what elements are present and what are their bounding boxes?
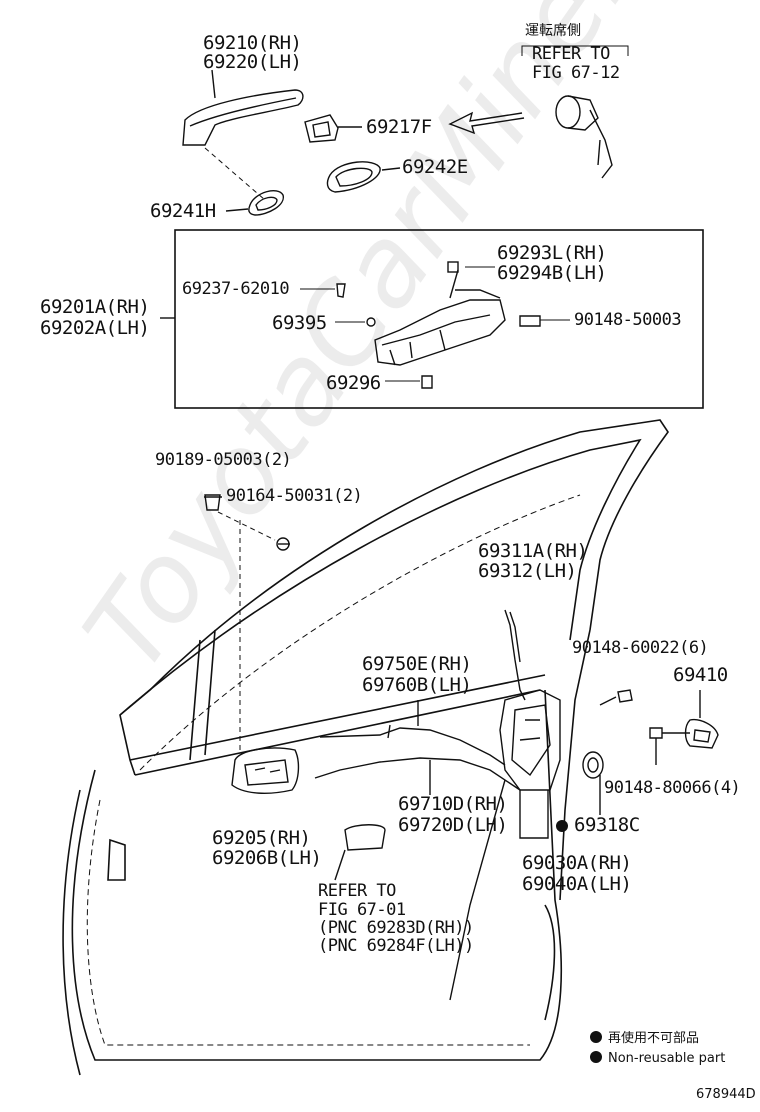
part-label-69040A: 69040A(LH) xyxy=(522,873,632,895)
arrow-left-drawing xyxy=(448,111,525,135)
part-69237 xyxy=(336,283,346,298)
part-label-69750E: 69750E(RH) xyxy=(362,653,472,675)
door-lock-drawing xyxy=(449,689,561,1001)
part-label-69217F: 69217F xyxy=(366,116,432,138)
ref-bracket xyxy=(521,45,629,56)
part-label-69710D: 69710D(RH) xyxy=(398,793,508,815)
door-inner-dashed xyxy=(86,494,581,1046)
legend-en-text: Non-reusable part xyxy=(608,1051,726,1066)
pad-69241H-drawing xyxy=(225,190,284,216)
part-69296 xyxy=(421,375,433,389)
part-label-69210: 69210(RH) xyxy=(203,32,302,54)
ref2-line3: (PNC 69283D(RH)) xyxy=(318,918,474,938)
ref-box-line1: REFER TO xyxy=(532,44,610,64)
part-label-69220: 69220(LH) xyxy=(203,51,302,73)
assembly-box xyxy=(174,229,704,409)
inside-handle-drawing xyxy=(231,747,300,794)
part-label-69720D: 69720D(LH) xyxy=(398,814,508,836)
part-label-69318C: 69318C xyxy=(556,815,640,836)
handle-leader xyxy=(204,147,266,201)
door-frame xyxy=(62,419,669,1076)
part-label-69294B: 69294B(LH) xyxy=(497,262,607,284)
part-label-90148-60022: 90148-60022(6) xyxy=(572,638,709,658)
cover-refer-drawing xyxy=(334,824,386,881)
part-label-69395: 69395 xyxy=(272,312,327,334)
ref-box-jp: 運転席側 xyxy=(525,23,581,39)
cap-69217F-drawing xyxy=(304,114,362,143)
lock-cylinder-drawing xyxy=(555,95,613,179)
part-label-90164: 90164-50031(2) xyxy=(226,486,363,506)
non-reusable-dot-icon xyxy=(556,820,568,832)
part-label-69206B: 69206B(LH) xyxy=(212,847,322,869)
leader-90189 xyxy=(217,511,276,541)
part-label-90148-80066: 90148-80066(4) xyxy=(604,778,741,798)
part-label-69201A: 69201A(RH) xyxy=(40,296,150,318)
striker-69410-drawing xyxy=(684,690,719,749)
legend-jp-text: 再使用不可部品 xyxy=(608,1031,700,1046)
part-90148-50003 xyxy=(519,315,541,327)
part-label-69293L: 69293L(RH) xyxy=(497,242,607,264)
ref2-line1: REFER TO xyxy=(318,881,396,901)
part-label-69318C-text: 69318C xyxy=(574,814,640,836)
part-69395 xyxy=(366,317,376,327)
part-label-69296: 69296 xyxy=(326,372,381,394)
ref2-line4: (PNC 69284F(LH)) xyxy=(318,936,474,956)
gasket-69242E-drawing xyxy=(326,161,401,193)
part-label-90148-50003: 90148-50003 xyxy=(574,310,682,330)
part-label-69205: 69205(RH) xyxy=(212,827,311,849)
cable-69750E-drawing xyxy=(319,700,506,766)
bolt-90148-60022-drawing xyxy=(599,689,633,706)
cable-69311-drawing xyxy=(504,609,526,701)
bolt-90189-drawing xyxy=(204,494,222,511)
cable-69710D-drawing xyxy=(314,757,521,795)
legend-en: Non-reusable part xyxy=(590,1050,725,1068)
legend-dot-icon xyxy=(590,1031,602,1043)
legend-jp: 再使用不可部品 xyxy=(590,1030,699,1048)
part-label-69760B: 69760B(LH) xyxy=(362,674,472,696)
frame-assembly-drawing xyxy=(374,261,506,366)
part-label-69241H: 69241H xyxy=(150,200,216,222)
part-label-69030A: 69030A(RH) xyxy=(522,852,632,874)
part-label-69242E: 69242E xyxy=(402,156,468,178)
screw-90148-80066-drawing xyxy=(649,727,690,765)
ring-69318C-drawing xyxy=(582,751,604,815)
screw-90164-drawing xyxy=(276,537,290,551)
ref-box-line2: FIG 67-12 xyxy=(532,63,620,83)
diagram-id: 678944D xyxy=(696,1087,756,1102)
part-label-69312: 69312(LH) xyxy=(478,560,577,582)
outside-handle-drawing xyxy=(182,69,304,146)
legend-dot-icon xyxy=(590,1051,602,1063)
part-label-69202A: 69202A(LH) xyxy=(40,317,150,339)
part-label-69410: 69410 xyxy=(673,664,728,686)
ref2-line2: FIG 67-01 xyxy=(318,900,406,920)
part-label-90189: 90189-05003(2) xyxy=(155,450,292,470)
part-label-69311A: 69311A(RH) xyxy=(478,540,588,562)
part-label-69237: 69237-62010 xyxy=(182,279,290,299)
